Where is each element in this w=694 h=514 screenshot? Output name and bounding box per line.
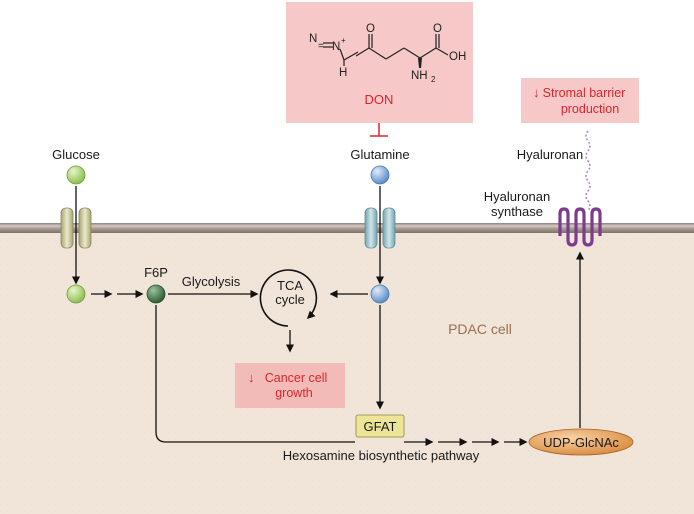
- atom-n1: N: [309, 33, 317, 45]
- hyaluronan-chain: [585, 130, 591, 212]
- f6p-label: F6P: [144, 265, 168, 280]
- hexosamine-label: Hexosamine biosynthetic pathway: [283, 448, 480, 463]
- atom-oh: OH: [449, 51, 466, 63]
- atom-o2: O: [433, 23, 442, 35]
- glycolysis-label: Glycolysis: [182, 274, 241, 289]
- atom-plus: +: [341, 36, 346, 45]
- stromal-barrier-note: ↓ Stromal barrier production: [521, 78, 639, 123]
- atom-nh-sub: 2: [431, 75, 436, 84]
- udp-glcnac-label: UDP-GlcNAc: [543, 435, 619, 450]
- stromal-line1: Stromal barrier: [543, 86, 626, 100]
- cancer-down-arrow: ↓: [248, 370, 255, 385]
- glucose-transporter: [60, 207, 92, 249]
- glutamine-transporter: [364, 207, 396, 249]
- hyaluronan-synthase-label-1: Hyaluronan: [484, 189, 551, 204]
- f6p-hexosamine-line: [155, 305, 355, 443]
- hyaluronan-synthase-label-2: synthase: [491, 204, 543, 219]
- stromal-down-arrow: ↓: [533, 85, 540, 100]
- f6p-sphere: [146, 284, 166, 304]
- cancer-line1: Cancer cell: [265, 371, 328, 385]
- don-label: DON: [365, 92, 394, 107]
- tca-cycle-ring: [259, 269, 318, 327]
- glucose-label: Glucose: [52, 147, 100, 162]
- gfat-box: [355, 414, 405, 438]
- atom-h: H: [339, 67, 347, 79]
- tca-label-1: TCA: [277, 278, 303, 293]
- atom-nh: NH: [411, 70, 428, 82]
- tca-label-2: cycle: [275, 292, 305, 307]
- glucose-inside-sphere: [66, 284, 86, 304]
- atom-n2: N: [332, 41, 340, 53]
- glutamine-inside-sphere: [370, 284, 390, 304]
- hyaluronan-label: Hyaluronan: [517, 147, 584, 162]
- pdac-cell-label: PDAC cell: [448, 321, 512, 337]
- cell-interior: [0, 232, 694, 514]
- cancer-growth-note: ↓ Cancer cell growth: [235, 363, 345, 408]
- don-structure-box: N = N + H O O OH NH 2 DON: [286, 2, 473, 123]
- cancer-line2: growth: [275, 386, 313, 400]
- cell-membrane: [0, 223, 694, 233]
- stromal-line2: production: [561, 102, 619, 116]
- atom-bond-double: =: [318, 41, 324, 52]
- udp-glcnac-node: [528, 428, 634, 456]
- atom-o1: O: [366, 23, 375, 35]
- glucose-outside-sphere: [66, 165, 86, 185]
- hyaluronan-synthase-icon: [558, 207, 602, 247]
- glutamine-label: Glutamine: [350, 147, 409, 162]
- gfat-label: GFAT: [364, 419, 397, 434]
- glutamine-outside-sphere: [370, 165, 390, 185]
